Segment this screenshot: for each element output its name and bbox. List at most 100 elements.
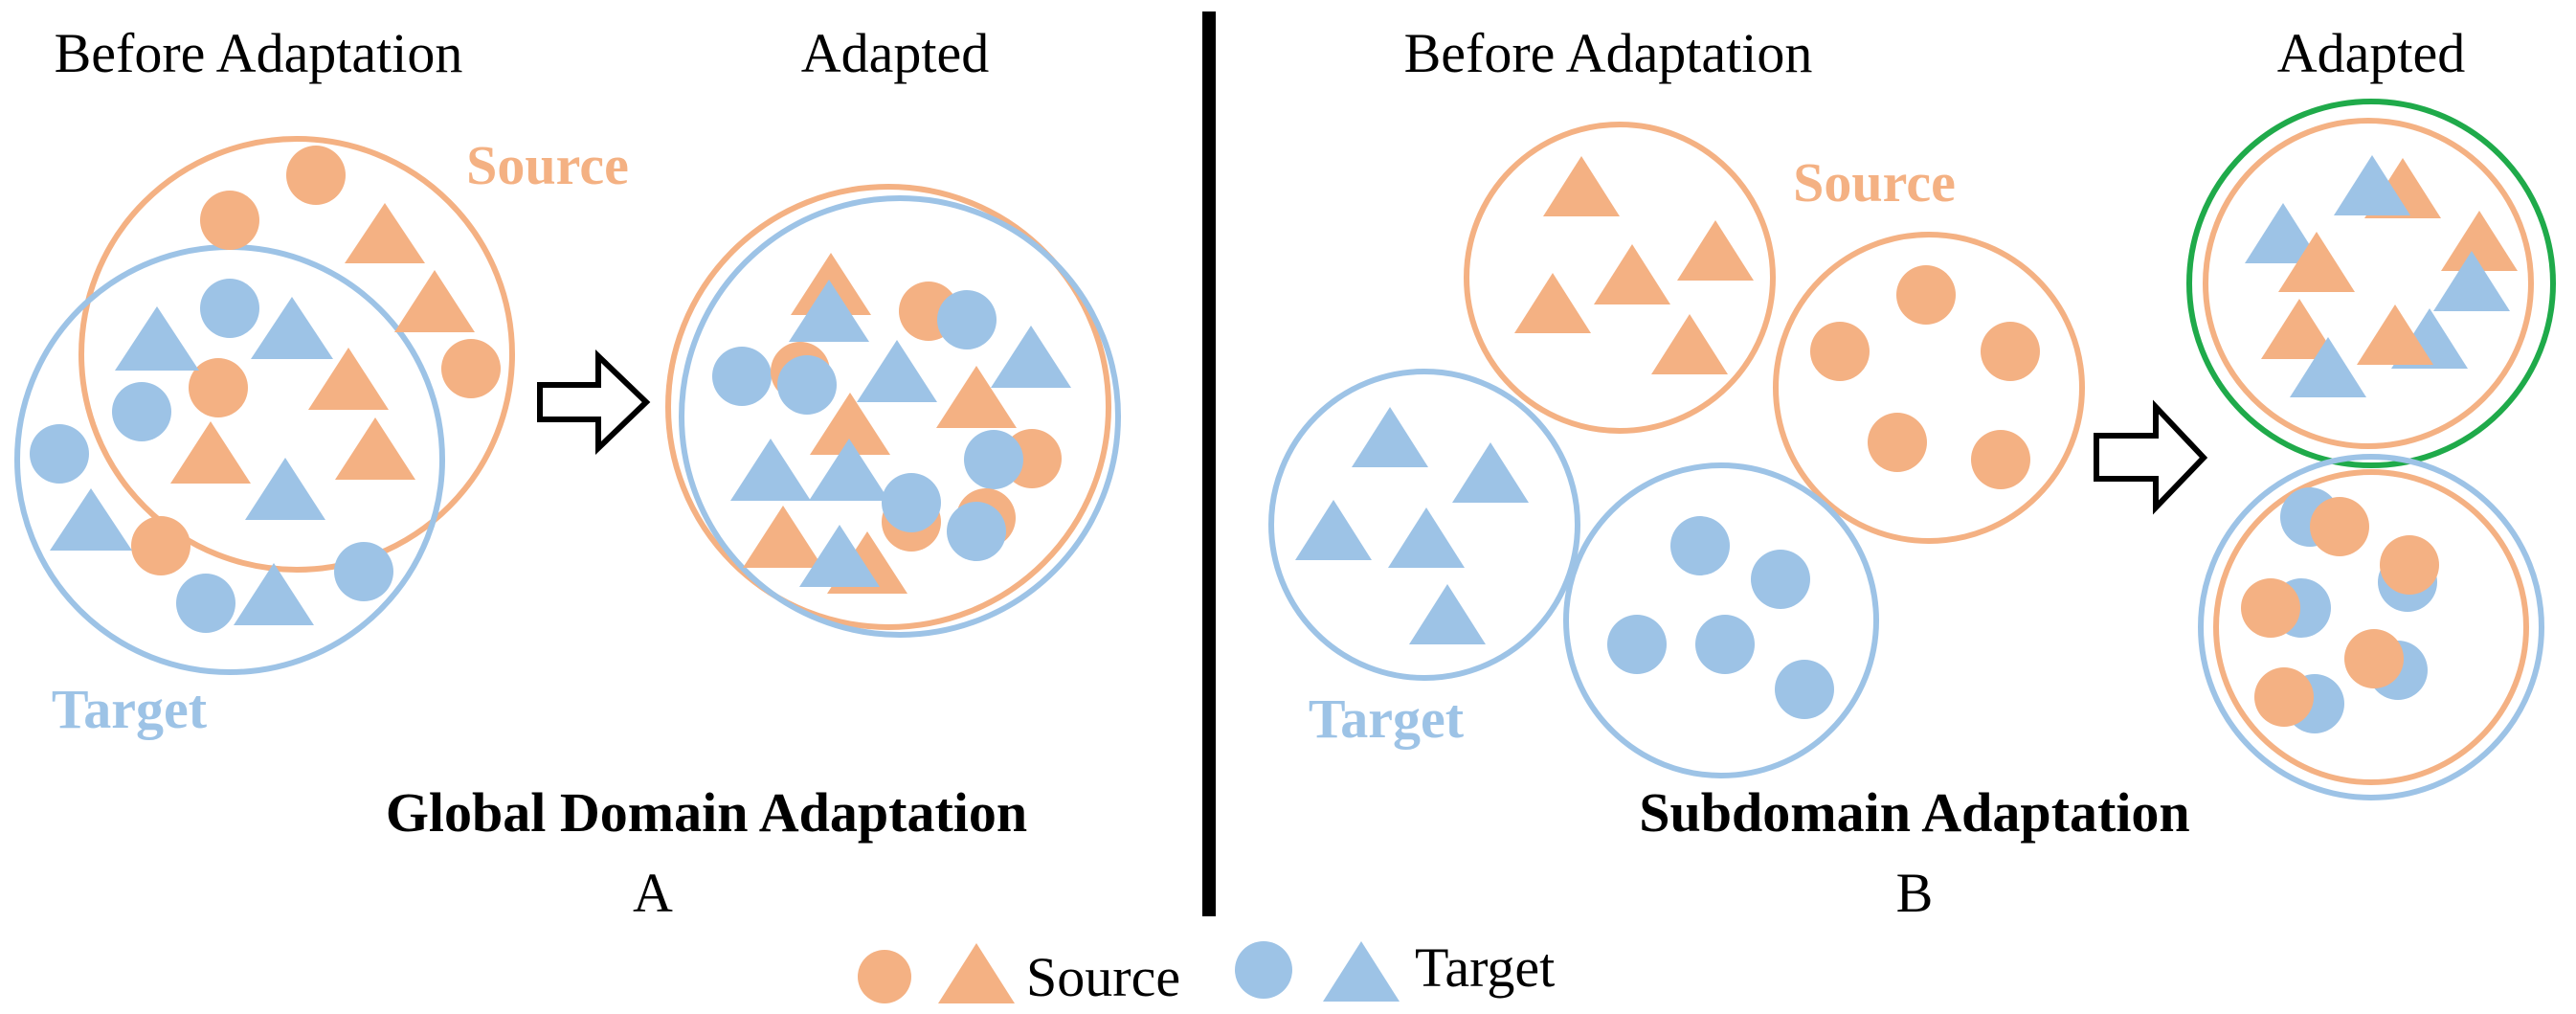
panel-a-before-title: Before Adaptation <box>55 22 463 84</box>
target-triangle-marker <box>857 340 937 402</box>
target-triangle-marker <box>1452 442 1529 503</box>
source-circle-marker <box>2310 497 2369 556</box>
panel-b-target-triangle-subdomain <box>1268 369 1580 681</box>
panel-a-source-markers <box>131 146 501 575</box>
panel-a-target-label: Target <box>52 678 208 740</box>
panel-b-before-title: Before Adaptation <box>1404 22 1813 84</box>
source-triangle-marker <box>1594 244 1670 304</box>
legend-source-triangle-marker <box>938 943 1015 1003</box>
source-triangle-marker <box>1514 273 1591 333</box>
panel-a-after-title: Adapted <box>801 22 990 84</box>
target-triangle-marker <box>1388 507 1465 568</box>
source-circle-marker <box>2344 629 2404 688</box>
source-triangle-marker <box>335 417 415 480</box>
source-circle-marker <box>441 339 501 398</box>
target-triangle-marker <box>799 525 880 587</box>
target-triangle-marker <box>1409 584 1486 644</box>
panel-b-source-triangle-subdomain <box>1464 122 1776 434</box>
source-triangle-marker <box>1651 314 1728 374</box>
target-circle-marker <box>882 473 941 532</box>
panel-b-target-triangle-markers <box>1295 407 1529 644</box>
panel-a-target-markers <box>30 279 393 633</box>
target-triangle-marker <box>50 488 132 551</box>
source-circle-marker <box>286 146 346 205</box>
panel-b-adapted-circle-source-circle <box>2213 469 2529 785</box>
source-circle-marker <box>189 358 248 417</box>
target-circle-marker <box>1670 516 1730 575</box>
source-circle-marker <box>1971 430 2030 489</box>
source-triangle-marker <box>394 270 475 332</box>
panel-b-adapted-triangle-highlight <box>2186 99 2556 468</box>
panel-b: Before Adaptation Adapted Source Target <box>1268 22 2556 924</box>
target-triangle-marker <box>245 458 325 520</box>
target-triangle-marker <box>251 297 333 359</box>
source-triangle-marker <box>345 203 425 263</box>
target-triangle-marker <box>2334 155 2410 215</box>
panel-a-source-label: Source <box>466 134 629 196</box>
target-triangle-marker <box>1352 407 1428 467</box>
source-circle-marker <box>200 191 259 250</box>
panel-b-adapted-circle-target-circle <box>2198 454 2544 800</box>
target-triangle-marker <box>730 439 811 501</box>
target-triangle-marker <box>809 439 889 501</box>
source-triangle-marker <box>2278 232 2355 292</box>
target-circle-marker <box>937 290 997 349</box>
panel-b-target-label: Target <box>1309 687 1465 750</box>
target-circle-marker <box>712 347 772 406</box>
target-circle-marker <box>1775 660 1834 719</box>
target-circle-marker <box>176 574 235 633</box>
source-triangle-marker <box>1543 156 1620 216</box>
panel-b-target-circle-subdomain <box>1563 462 1879 778</box>
panel-a-adapted-source-circle <box>665 184 1111 630</box>
panel-b-target-circle-markers <box>1607 516 1834 719</box>
legend: Source Target <box>858 936 1555 1008</box>
target-circle-marker <box>1751 550 1810 609</box>
source-triangle-marker <box>743 506 823 568</box>
target-circle-marker <box>777 355 837 415</box>
source-circle-marker <box>2254 667 2314 727</box>
panel-b-source-label: Source <box>1793 151 1956 214</box>
panel-b-source-circle-subdomain <box>1773 232 2085 544</box>
panel-a-letter: A <box>633 862 673 924</box>
panel-a-source-domain-circle <box>78 136 515 573</box>
source-triangle-marker <box>2441 211 2518 271</box>
target-triangle-marker <box>991 326 1071 388</box>
source-triangle-marker <box>2357 304 2433 365</box>
target-triangle-marker <box>115 306 199 371</box>
panel-a-adapted-target-circle <box>679 195 1121 638</box>
target-circle-marker <box>964 430 1023 489</box>
panel-b-letter: B <box>1896 862 1934 924</box>
source-circle-marker <box>131 516 190 575</box>
target-circle-marker <box>334 542 393 601</box>
source-circle-marker <box>1981 322 2040 381</box>
source-circle-marker <box>2380 535 2439 595</box>
target-triangle-marker <box>2433 251 2510 311</box>
target-triangle-marker <box>789 280 869 342</box>
legend-source-label: Source <box>1026 946 1180 1008</box>
source-triangle-marker <box>1677 220 1754 281</box>
source-circle-marker <box>1868 413 1927 472</box>
panel-a: Before Adaptation Adapted Source Target <box>14 22 1121 924</box>
panel-b-caption: Subdomain Adaptation <box>1639 781 2189 844</box>
target-circle-marker <box>112 382 171 441</box>
legend-target-label: Target <box>1415 936 1555 999</box>
source-circle-marker <box>2241 578 2300 638</box>
target-circle-marker <box>30 424 89 484</box>
panel-divider <box>1202 11 1216 916</box>
source-circle-marker <box>1810 322 1870 381</box>
panel-b-adapted-triangle-source-circle <box>2203 118 2534 449</box>
panel-b-after-title: Adapted <box>2277 22 2466 84</box>
source-triangle-marker <box>2261 299 2338 359</box>
target-triangle-marker <box>1295 500 1372 560</box>
target-triangle-marker <box>234 563 314 625</box>
panel-b-source-triangle-markers <box>1514 156 1754 374</box>
target-triangle-marker <box>2290 337 2366 397</box>
legend-source-circle-marker <box>858 950 911 1003</box>
target-circle-marker <box>1607 615 1667 674</box>
source-triangle-marker <box>308 348 389 410</box>
arrow-right-icon <box>537 349 651 456</box>
panel-a-adapted-markers <box>712 253 1071 594</box>
source-circle-marker <box>1896 265 1956 325</box>
target-circle-marker <box>947 502 1006 561</box>
source-triangle-marker <box>810 393 890 455</box>
